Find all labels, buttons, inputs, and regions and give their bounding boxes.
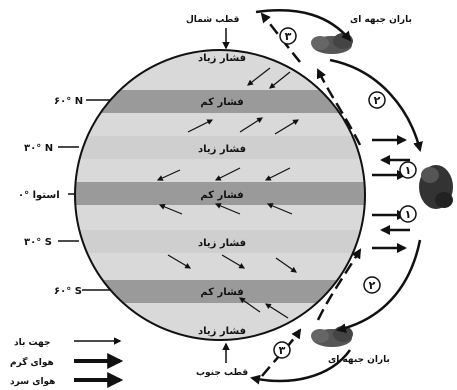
belt-label-low-60n: فشار کم xyxy=(200,97,243,108)
ferrel-cell-south xyxy=(336,239,422,334)
belt-label-low-60s: فشار کم xyxy=(200,287,243,298)
wind-arrow xyxy=(239,297,261,313)
latitude-label-60n: ۶۰° N xyxy=(54,96,83,107)
cell-number-3-top: ۳ xyxy=(285,30,292,43)
wind-arrow xyxy=(221,254,246,269)
belt-label-high-south: فشار زیاد xyxy=(198,326,246,337)
wind-arrow xyxy=(264,303,289,319)
ferrel-cell-south-return xyxy=(316,248,362,321)
cell-number-3-bottom: ۳ xyxy=(279,344,286,357)
legend-cold-label: هوای سرد xyxy=(10,377,55,387)
wind-arrow xyxy=(156,169,181,181)
wind-arrow xyxy=(275,257,297,273)
band-low-equator xyxy=(75,182,365,205)
front-rain-label-bottom: باران جبهه ای xyxy=(328,355,390,365)
wind-arrow xyxy=(269,71,291,89)
cell-number-2-top: ۲ xyxy=(374,94,381,107)
cell-number-1-top: ۱ xyxy=(405,164,412,177)
belt-label-high-north: فشار زیاد xyxy=(198,53,246,64)
legend: جهت باد هوای گرم هوای سرد xyxy=(10,337,124,388)
polar-cell-south xyxy=(250,349,352,385)
wind-arrow xyxy=(264,167,291,181)
latitude-label-30n: ۳۰° N xyxy=(24,143,53,154)
circulation-cells xyxy=(250,9,423,385)
latitude-label-equator: ۰° استوا xyxy=(18,190,60,201)
storm-cloud-icon xyxy=(419,165,453,209)
legend-warm-label: هوای گرم xyxy=(10,356,54,368)
latitude-label-30s: ۳۰° S xyxy=(24,237,52,248)
ferrel-cell-north-return xyxy=(316,68,362,146)
front-rain-label-top: باران جبهه ای xyxy=(350,15,412,25)
belt-label-high-30n: فشار زیاد xyxy=(198,144,246,155)
legend-wind-label: جهت باد xyxy=(14,338,50,348)
globe-outline xyxy=(74,49,366,341)
cell-number-1-bottom: ۱ xyxy=(405,208,412,221)
latitude-markers: ۶۰° N ۳۰° N ۰° استوا ۳۰° S ۶۰° S xyxy=(18,96,110,297)
band-high-30n xyxy=(75,136,365,159)
cloud-icon-bottom xyxy=(311,326,353,347)
wind-arrow xyxy=(187,119,214,133)
wind-arrow xyxy=(214,203,241,215)
polar-cell-north xyxy=(255,9,352,42)
north-pole-label: قطب شمال xyxy=(186,15,240,25)
wind-arrow xyxy=(167,254,192,269)
belt-label-low-equator: فشار کم xyxy=(200,190,243,201)
wind-arrow xyxy=(266,203,293,215)
wind-arrow xyxy=(214,167,241,181)
wind-arrow xyxy=(274,119,300,135)
band-high-30s xyxy=(75,230,365,253)
belt-label-high-30s: فشار زیاد xyxy=(198,238,246,249)
polar-cell-south-return xyxy=(261,328,302,377)
wind-arrow xyxy=(239,117,264,133)
surface-wind-arrows xyxy=(156,67,300,319)
band-low-60s xyxy=(75,280,365,303)
wind-arrow xyxy=(247,67,271,86)
south-pole-label: قطب جنوب xyxy=(196,368,248,378)
band-low-60n xyxy=(75,90,365,113)
cell-numbers: ۳ ۲ ۱ ۱ ۲ ۳ xyxy=(273,27,417,359)
cell-number-2-bottom: ۲ xyxy=(369,279,376,292)
latitude-label-60s: ۶۰° S xyxy=(54,286,82,297)
ferrel-cell-north xyxy=(329,58,423,152)
wind-arrow xyxy=(158,204,183,215)
